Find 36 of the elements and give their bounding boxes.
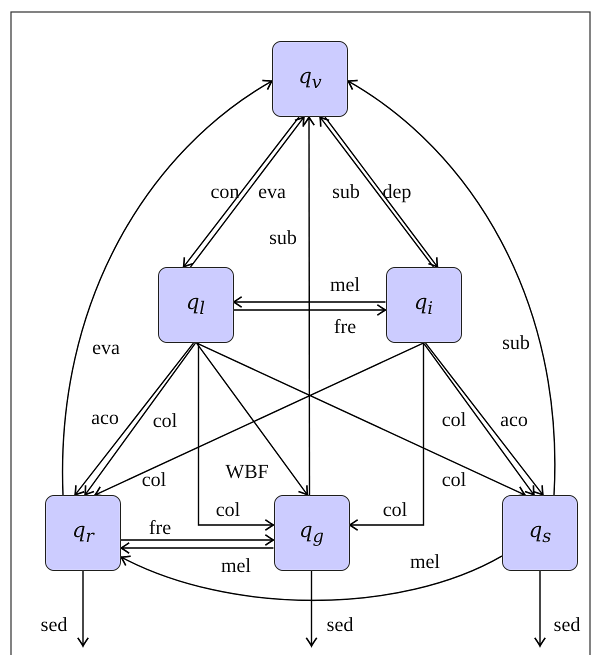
state-label: q$_{v}$ xyxy=(298,64,322,94)
edge-label: eva xyxy=(258,182,286,202)
edge-label: sub xyxy=(502,333,530,353)
edge-label: con xyxy=(210,182,240,202)
state-label: q$_{r}$ xyxy=(72,518,94,548)
edge-label: col xyxy=(382,500,408,520)
state-label: q$_{i}$ xyxy=(414,290,434,320)
edge-label: col xyxy=(142,470,166,490)
edge-label: mel xyxy=(410,552,440,572)
edge-label: sed xyxy=(40,615,68,635)
state-label: q$_{s}$ xyxy=(528,518,552,548)
edge-label: sub xyxy=(269,228,297,248)
state-box xyxy=(274,495,350,571)
edge-label: fre xyxy=(148,518,172,538)
edge-label: col xyxy=(442,410,466,430)
edge-label: mel xyxy=(221,556,251,576)
edge-label: sub xyxy=(332,182,360,202)
edge-label: sed xyxy=(554,615,580,635)
edge-label: col xyxy=(442,470,466,490)
state-label: q$_{g}$ xyxy=(299,518,324,548)
state-box xyxy=(502,495,578,571)
edge-label: col xyxy=(216,500,240,520)
edge-label: col xyxy=(152,411,178,431)
state-box xyxy=(386,267,462,343)
edge-label: eva xyxy=(92,338,120,358)
state-box xyxy=(45,495,121,571)
edge-label: WBF xyxy=(225,462,269,482)
edge-label: mel xyxy=(330,275,360,295)
edge-label: dep xyxy=(382,182,412,202)
edge-label: aco xyxy=(500,410,528,430)
state-box xyxy=(272,41,348,117)
edge-label: fre xyxy=(334,317,356,337)
edge-label: aco xyxy=(91,408,119,428)
edge-label: sed xyxy=(326,615,354,635)
state-label: q$_{l}$ xyxy=(186,290,206,320)
state-box xyxy=(158,267,234,343)
